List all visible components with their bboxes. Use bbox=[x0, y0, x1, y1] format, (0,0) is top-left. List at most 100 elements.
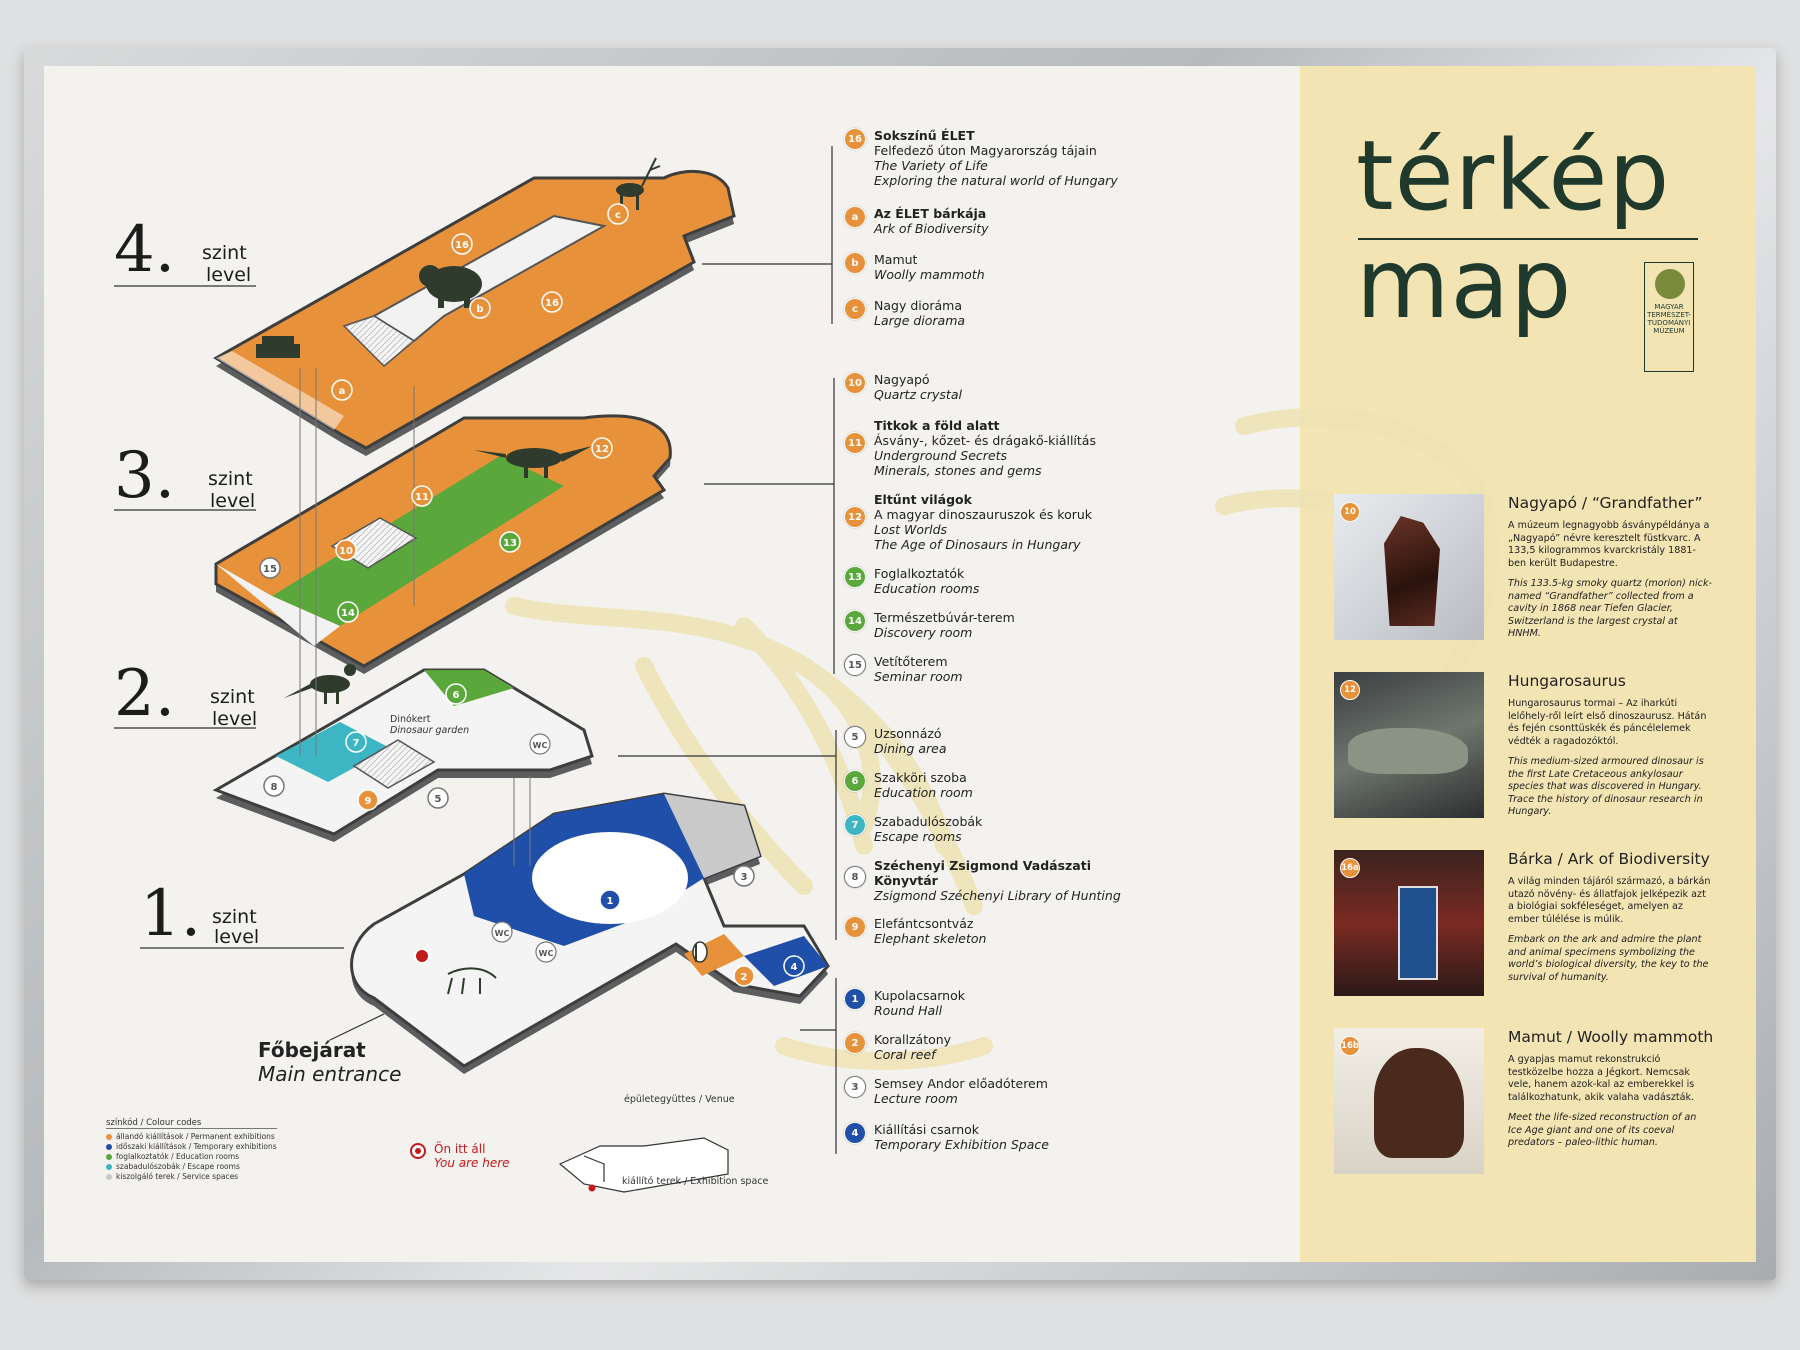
badge-11: 11 bbox=[411, 485, 433, 507]
you-are-here-dot-icon bbox=[410, 1143, 426, 1159]
venue-sketch-icon bbox=[558, 1137, 729, 1193]
crystal-icon bbox=[1384, 516, 1440, 626]
badge-c: c bbox=[607, 203, 629, 225]
level-2-level: level bbox=[212, 708, 258, 730]
level-1-level: level bbox=[214, 926, 260, 948]
badge-10: 10 bbox=[335, 539, 357, 561]
main-entrance-label: Főbejárat Main entrance bbox=[258, 1038, 402, 1086]
badge-16-a: 16 bbox=[451, 233, 473, 255]
svg-text:16: 16 bbox=[545, 298, 559, 309]
level-4-number: 4. bbox=[114, 213, 176, 287]
badge-b: b bbox=[469, 297, 491, 319]
level-2-number: 2. bbox=[114, 657, 176, 731]
colour-code-service: kiszolgáló terek / Service spaces bbox=[106, 1172, 277, 1182]
sidebar-title-ark: Bárka / Ark of Biodiversity bbox=[1508, 850, 1710, 868]
you-are-here-marker bbox=[414, 948, 430, 964]
sidebar-text-grandfather: A múzeum legnagyobb ásványpéldánya a „Na… bbox=[1508, 520, 1712, 639]
coral-fish-icon bbox=[692, 941, 708, 963]
elephant-skeleton-icon bbox=[447, 967, 497, 995]
badge-1: 1 bbox=[599, 889, 621, 911]
map-label: 16 bbox=[455, 240, 469, 251]
wc-2: WC bbox=[529, 733, 551, 755]
svg-text:13: 13 bbox=[503, 538, 517, 549]
svg-text:WC: WC bbox=[495, 929, 510, 938]
svg-text:a: a bbox=[339, 386, 346, 397]
svg-text:14: 14 bbox=[341, 608, 355, 619]
badge-12: 12 bbox=[591, 437, 613, 459]
deer-icon bbox=[616, 157, 661, 210]
mammoth-icon bbox=[419, 265, 482, 308]
svg-text:WC: WC bbox=[533, 741, 548, 750]
svg-text:12: 12 bbox=[595, 444, 609, 455]
svg-text:9: 9 bbox=[365, 796, 372, 807]
svg-text:8: 8 bbox=[271, 782, 278, 793]
colour-code-temporary: időszaki kiállítások / Temporary exhibit… bbox=[106, 1142, 277, 1152]
svg-text:3: 3 bbox=[741, 872, 748, 883]
badge-9: 9 bbox=[357, 789, 379, 811]
exhibition-space-label: kiállító terek / Exhibition space bbox=[622, 1176, 769, 1187]
map-badges: 16 16 a b c 10 11 12 13 14 15 5 6 7 8 9 … bbox=[259, 203, 805, 987]
colour-code-escape: szabadulószobák / Escape rooms bbox=[106, 1162, 277, 1172]
wc-1b: WC bbox=[535, 941, 557, 963]
level-3-number: 3. bbox=[114, 439, 176, 513]
level-1-number: 1. bbox=[140, 877, 202, 951]
level-1-szint: szint bbox=[212, 906, 257, 928]
svg-text:10: 10 bbox=[339, 546, 353, 557]
photo-hungarosaurus: 12 bbox=[1334, 672, 1484, 818]
photo-quartz-crystal: 10 bbox=[1334, 494, 1484, 640]
level-4-szint: szint bbox=[202, 242, 247, 264]
badge-16-b: 16 bbox=[541, 291, 563, 313]
badge-15: 15 bbox=[259, 557, 281, 579]
dinosaur-icon bbox=[474, 446, 592, 478]
museum-map-poster: 16 16 a b c 10 11 12 13 14 15 5 6 7 8 9 … bbox=[44, 66, 1756, 1262]
svg-text:15: 15 bbox=[263, 564, 277, 575]
svg-text:1: 1 bbox=[607, 896, 614, 907]
svg-text:7: 7 bbox=[353, 738, 360, 749]
badge-5: 5 bbox=[427, 787, 449, 809]
svg-text:5: 5 bbox=[435, 794, 442, 805]
title-hu: térkép bbox=[1356, 120, 1671, 232]
level-3-level: level bbox=[210, 490, 256, 512]
badge-7: 7 bbox=[345, 731, 367, 753]
title-rule bbox=[1358, 238, 1698, 240]
level-2-szint: szint bbox=[210, 686, 255, 708]
legend-connectors bbox=[114, 146, 837, 1154]
badge-13: 13 bbox=[499, 531, 521, 553]
svg-text:2: 2 bbox=[741, 972, 748, 983]
photo-mammoth: 16b bbox=[1334, 1028, 1484, 1174]
ark-icon bbox=[256, 336, 300, 358]
level-1-plan bbox=[350, 792, 830, 1074]
elevator-shafts bbox=[299, 368, 531, 866]
colour-code-education: foglalkoztatók / Education rooms bbox=[106, 1152, 277, 1162]
badge-a: a bbox=[331, 379, 353, 401]
badge-8: 8 bbox=[263, 775, 285, 797]
title-en: map bbox=[1356, 228, 1573, 340]
svg-text:c: c bbox=[615, 210, 621, 221]
badge-6: 6 bbox=[445, 683, 467, 705]
badge-3: 3 bbox=[733, 865, 755, 887]
sidebar-title-grandfather: Nagyapó / “Grandfather” bbox=[1508, 494, 1703, 512]
sidebar-title-mammoth: Mamut / Woolly mammoth bbox=[1508, 1028, 1714, 1046]
sidebar-text-ark: A világ minden tájáról származó, a bárká… bbox=[1508, 876, 1711, 983]
venue-label: épületegyüttes / Venue bbox=[624, 1094, 735, 1105]
sidebar-text-mammoth: A gyapjas mamut rekonstrukció testközelb… bbox=[1508, 1054, 1697, 1148]
sidebar-text-hungarosaurus: Hungarosaurus tormai – Az iharkúti lelőh… bbox=[1508, 698, 1707, 817]
